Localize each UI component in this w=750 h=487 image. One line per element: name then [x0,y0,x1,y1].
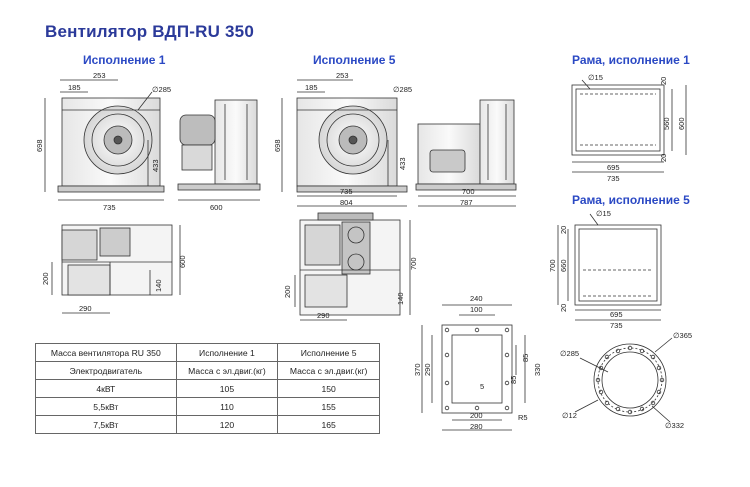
dim-isp1-285: ∅285 [152,85,171,94]
dim-round-332: ∅332 [665,421,684,430]
table-subheader-row: Электродвигатель Масса с эл.двиг.(кг) Ма… [35,361,380,380]
dim-flange-290: 290 [423,363,432,376]
dim-isp5-285: ∅285 [393,85,412,94]
dim-round-365: ∅365 [673,331,692,340]
dim-isp1-735: 735 [103,203,116,212]
dim-flange-200: 200 [470,411,483,420]
dim-isp1-600v: 600 [178,255,187,268]
dim-frame1-20a: 20 [659,77,668,85]
isp5-side-view [415,99,517,207]
table-cell: 110 [175,397,279,416]
dim-isp5-698: 698 [273,139,282,152]
dim-flange-85b: 85 [509,376,518,384]
dim-frame5-20a: 20 [559,226,568,234]
dim-isp1-253: 253 [93,71,106,80]
frame5-drawing [557,213,662,321]
section-title-frame5: Рама, исполнение 5 [572,193,690,207]
dim-isp1-200: 200 [41,272,50,285]
dim-frame5-15: ∅15 [596,209,611,218]
dim-flange-370: 370 [413,363,422,376]
dim-round-285: ∅285 [560,349,579,358]
dim-isp5-735: 735 [340,187,353,196]
section-title-isp1: Исполнение 1 [83,53,166,67]
dim-flange-5: 5 [480,382,484,391]
dim-frame1-15: ∅15 [588,73,603,82]
dim-isp1-185: 185 [68,83,81,92]
table-cell: 4кВТ [35,379,177,398]
dim-frame5-700: 700 [548,259,557,272]
dim-frame1-735: 735 [607,174,620,183]
dim-isp1-290: 290 [79,304,92,313]
dim-frame5-660: 660 [559,259,568,272]
dim-frame1-695: 695 [607,163,620,172]
dim-isp1-698: 698 [35,139,44,152]
dim-isp1-600: 600 [210,203,223,212]
isp5-front-view [281,79,408,207]
table-row: 5,5кВт 110 155 [35,397,380,416]
section-title-isp5: Исполнение 5 [313,53,396,67]
isp1-side-view [177,99,261,201]
dim-flange-240: 240 [470,294,483,303]
page-title: Вентилятор ВДП-RU 350 [45,22,254,41]
table-cell: 105 [175,379,279,398]
table-cell: 5,5кВт [35,397,177,416]
dim-isp5-787: 787 [460,198,473,207]
dim-isp5-433: 433 [398,157,407,170]
dim-isp5-804: 804 [340,198,353,207]
table-header-row: Масса вентилятора RU 350 Исполнение 1 Ис… [35,343,380,362]
table-subheader-cell: Электродвигатель [35,361,177,380]
table-subheader-cell: Масса с эл.двиг.(кг) [175,361,279,380]
dim-isp1-433: 433 [151,159,160,172]
table-cell: 150 [277,379,380,398]
dim-frame5-20b: 20 [559,304,568,312]
dim-round-12: ∅12 [562,411,577,420]
inlet-flange-drawing [574,337,673,423]
dim-isp1-140: 140 [154,279,163,292]
dim-flange-100: 100 [470,305,483,314]
table-header-cell: Исполнение 1 [175,343,279,362]
frame1-drawing [571,79,687,173]
table-cell: 7,5кВт [35,415,177,434]
section-title-frame1: Рама, исполнение 1 [572,53,690,67]
dim-flange-r5: R5 [518,413,528,422]
table-header-cell: Исполнение 5 [277,343,380,362]
dim-isp5-700: 700 [462,187,475,196]
table-subheader-cell: Масса с эл.двиг.(кг) [277,361,380,380]
dim-frame1-600: 600 [677,117,686,130]
table-cell: 155 [277,397,380,416]
dim-isp5-253: 253 [336,71,349,80]
dim-frame5-695: 695 [610,310,623,319]
dim-flange-330: 330 [533,363,542,376]
isp1-top-view [51,224,181,314]
outlet-flange-drawing [421,304,526,431]
dim-isp5-185: 185 [305,83,318,92]
dim-isp5-200: 200 [283,285,292,298]
dim-isp5-700v: 700 [409,257,418,270]
table-header-cell: Масса вентилятора RU 350 [35,343,177,362]
table-cell: 120 [175,415,279,434]
mass-table: Масса вентилятора RU 350 Исполнение 1 Ис… [35,343,380,434]
isp1-front-view [44,79,165,201]
table-cell: 165 [277,415,380,434]
dim-flange-280: 280 [470,422,483,431]
table-row: 7,5кВт 120 165 [35,415,380,434]
dim-flange-85: 85 [521,354,530,362]
dim-frame1-20b: 20 [659,154,668,162]
dim-frame1-560: 560 [662,117,671,130]
table-row: 4кВТ 105 150 [35,379,380,398]
dim-isp5-290: 290 [317,311,330,320]
dim-frame5-735: 735 [610,321,623,330]
dim-isp5-140: 140 [396,292,405,305]
isp5-top-view [294,212,411,321]
